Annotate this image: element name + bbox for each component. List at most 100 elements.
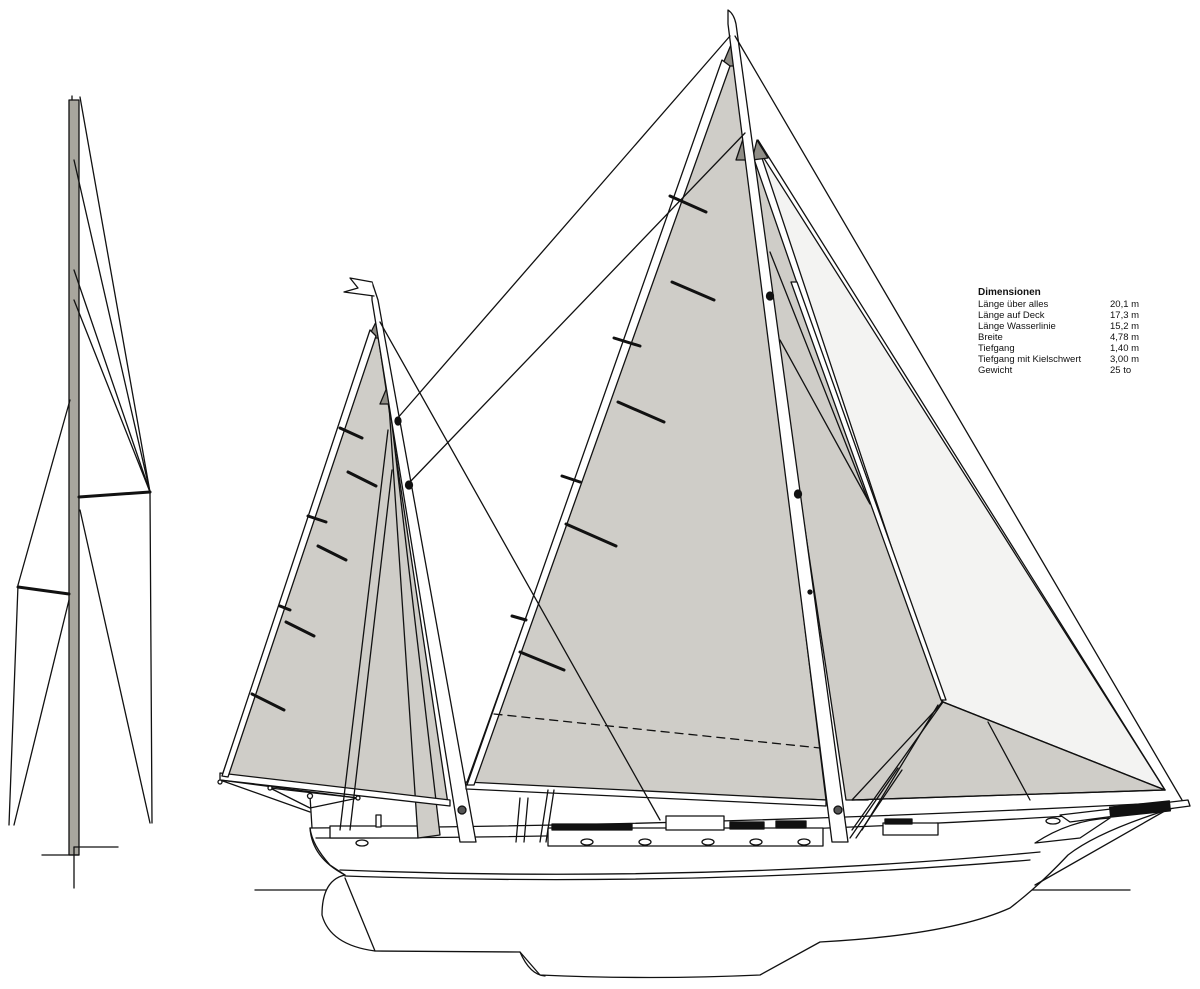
main-mast-fitting-3 bbox=[807, 589, 813, 595]
main-sail bbox=[465, 39, 827, 801]
fore-hatch bbox=[882, 822, 939, 836]
stern-transom bbox=[309, 827, 346, 876]
mizzen-runner bbox=[339, 429, 389, 831]
mizzen-boom bbox=[219, 772, 451, 807]
jib-sheet-post-2 bbox=[523, 797, 529, 843]
mizzen-boom-kicker bbox=[219, 779, 311, 813]
mizzen-mast-boom-fitting bbox=[457, 805, 467, 815]
triatic-stay bbox=[395, 35, 731, 421]
mizzen-batten-7 bbox=[250, 692, 286, 712]
mizzen-battens bbox=[250, 426, 378, 712]
staysail-foot bbox=[851, 701, 944, 831]
fore-staysail-boom-strut bbox=[987, 721, 1031, 801]
rigging bbox=[219, 35, 1183, 843]
dimension-label: Breite bbox=[978, 332, 1003, 343]
main-batten-4 bbox=[616, 400, 666, 424]
fore-sheet-track-1 bbox=[849, 767, 899, 839]
hull bbox=[309, 803, 1181, 979]
main-batten-6 bbox=[564, 522, 618, 548]
front-view-shroud-right-upper bbox=[79, 96, 153, 824]
dimension-value: 25 to bbox=[1110, 365, 1132, 376]
fittings bbox=[217, 291, 843, 815]
front-view-mast bbox=[68, 99, 80, 856]
mizzen-pennant bbox=[343, 277, 375, 297]
dimension-label: Tiefgang mit Kielschwert bbox=[978, 354, 1082, 365]
front-view-shroud-left-a bbox=[8, 584, 19, 826]
dimension-row: Länge über alles 20,1 m bbox=[978, 299, 1148, 310]
mizzen-mast-fitting-2 bbox=[404, 480, 414, 490]
main-mast-boom-fitting bbox=[833, 805, 843, 815]
skylight-3 bbox=[729, 821, 765, 830]
hull-rubbing-strake bbox=[344, 859, 1031, 881]
main-battens bbox=[510, 194, 716, 672]
main-batten-2 bbox=[670, 280, 716, 302]
dimension-row: Gewicht 25 to bbox=[978, 365, 1148, 376]
mizzen-sheet bbox=[269, 787, 359, 809]
jib-sheet-post-4 bbox=[545, 789, 555, 843]
mizzen-luff-spar bbox=[221, 329, 377, 778]
port-4 bbox=[580, 838, 594, 846]
dimension-label: Gewicht bbox=[978, 365, 1013, 376]
jib-sheet-post-1 bbox=[515, 797, 521, 843]
aft-vent bbox=[375, 814, 382, 828]
staysail-inner-stay bbox=[779, 339, 871, 505]
skylight-2 bbox=[665, 815, 725, 831]
rudder-stock bbox=[344, 877, 376, 952]
main-mast-fitting-1 bbox=[765, 291, 775, 301]
main-mast-fitting-2 bbox=[793, 489, 803, 499]
hull-outline bbox=[309, 803, 1181, 979]
front-view-shroud-left-upper bbox=[17, 399, 71, 586]
port-5 bbox=[638, 838, 652, 846]
dimension-label: Tiefgang bbox=[978, 343, 1015, 354]
mizzen-batten-3 bbox=[306, 514, 328, 524]
dimension-label: Länge über alles bbox=[978, 299, 1049, 310]
dimension-label: Länge auf Deck bbox=[978, 310, 1045, 321]
mizzen-mast-fitting-1 bbox=[394, 416, 402, 426]
staysail-sheet bbox=[942, 701, 1166, 791]
dimension-row: Tiefgang mit Kielschwert 3,00 m bbox=[978, 354, 1148, 365]
mizzen-batten-2 bbox=[346, 470, 378, 488]
mizzen-batten-1 bbox=[338, 426, 364, 440]
bowsprit-dark-band bbox=[1108, 800, 1172, 818]
porthole-stern bbox=[355, 839, 369, 847]
main-batten-1 bbox=[668, 194, 708, 214]
front-view-shroud-right-lower bbox=[79, 509, 151, 824]
port-3 bbox=[797, 838, 811, 846]
mizzen-sheet-block-1 bbox=[267, 785, 273, 791]
mizzen-sheet-2 bbox=[219, 779, 359, 799]
front-view-spreader-left bbox=[16, 585, 71, 596]
front-view-rig bbox=[8, 95, 153, 889]
bow-knee bbox=[1034, 817, 1111, 844]
port-2 bbox=[749, 838, 763, 846]
dimension-value: 20,1 m bbox=[1110, 299, 1140, 310]
main-mast bbox=[727, 9, 849, 843]
skylight-4 bbox=[775, 820, 807, 829]
genoa-leech bbox=[757, 139, 1166, 791]
main-batten-3 bbox=[612, 336, 642, 348]
forestay-lower bbox=[851, 789, 1166, 801]
dimension-value: 15,2 m bbox=[1110, 321, 1140, 332]
dimension-value: 3,00 m bbox=[1110, 354, 1140, 365]
deckhouses bbox=[329, 814, 939, 847]
main-luff-spar bbox=[466, 59, 731, 786]
port-1 bbox=[701, 838, 715, 846]
main-batten-8 bbox=[518, 650, 566, 672]
main-forestay bbox=[734, 35, 1183, 801]
mizzen-batten-5 bbox=[278, 604, 292, 612]
fore-sheet-track-2 bbox=[855, 769, 903, 839]
dimensions-title: Dimensionen bbox=[978, 287, 1041, 298]
main-batten-7 bbox=[510, 614, 528, 622]
bobstay bbox=[1034, 807, 1171, 886]
porthole-bow bbox=[1045, 817, 1061, 825]
mizzen-boom-gallows-1 bbox=[309, 795, 313, 829]
mizzen-sheet-block-3 bbox=[355, 795, 361, 801]
aft-deckhouse bbox=[329, 825, 419, 839]
front-view-shroud-right-a bbox=[73, 159, 151, 493]
staysail-foot-2 bbox=[861, 704, 939, 831]
front-view-spreader-right bbox=[77, 490, 152, 499]
main-jumper-stay bbox=[769, 251, 869, 501]
